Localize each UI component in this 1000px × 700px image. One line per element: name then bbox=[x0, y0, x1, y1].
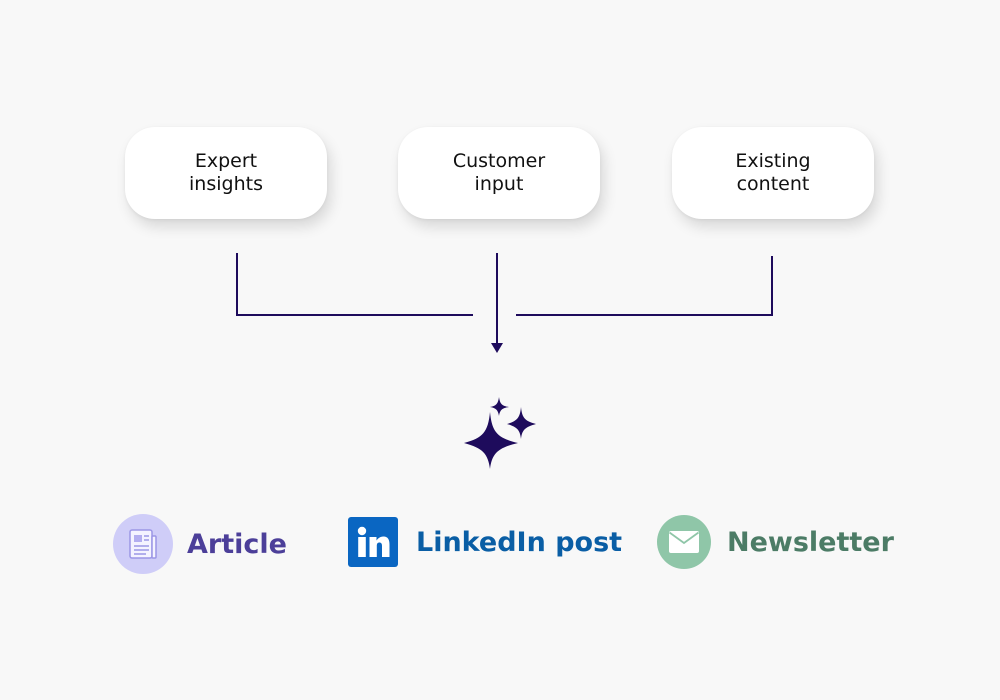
connector-left bbox=[236, 253, 473, 316]
envelope-icon bbox=[657, 515, 711, 569]
card-label-line1: Customer bbox=[452, 150, 546, 172]
output-label-linkedin-post: LinkedIn post bbox=[416, 526, 623, 558]
connector-right bbox=[516, 256, 773, 316]
input-card-expert-insights: Expert insights bbox=[125, 127, 327, 219]
linkedin-icon bbox=[348, 517, 398, 567]
sparkle-icon bbox=[464, 397, 536, 469]
input-card-existing-content: Existing content bbox=[672, 127, 874, 219]
output-newsletter: Newsletter bbox=[657, 515, 894, 569]
card-label-line2: input bbox=[474, 173, 524, 195]
output-label-newsletter: Newsletter bbox=[727, 526, 894, 558]
output-linkedin-post: LinkedIn post bbox=[348, 517, 622, 567]
output-label-article: Article bbox=[187, 528, 287, 560]
input-card-customer-input: Customer input bbox=[398, 127, 600, 219]
card-label-line1: Existing bbox=[735, 150, 811, 172]
arrow-down-icon bbox=[491, 343, 503, 353]
card-label-line1: Expert bbox=[194, 150, 258, 172]
output-article: Article bbox=[113, 514, 287, 574]
newspaper-icon bbox=[113, 514, 173, 574]
card-label-line2: insights bbox=[189, 173, 263, 195]
card-label-line2: content bbox=[736, 173, 810, 195]
